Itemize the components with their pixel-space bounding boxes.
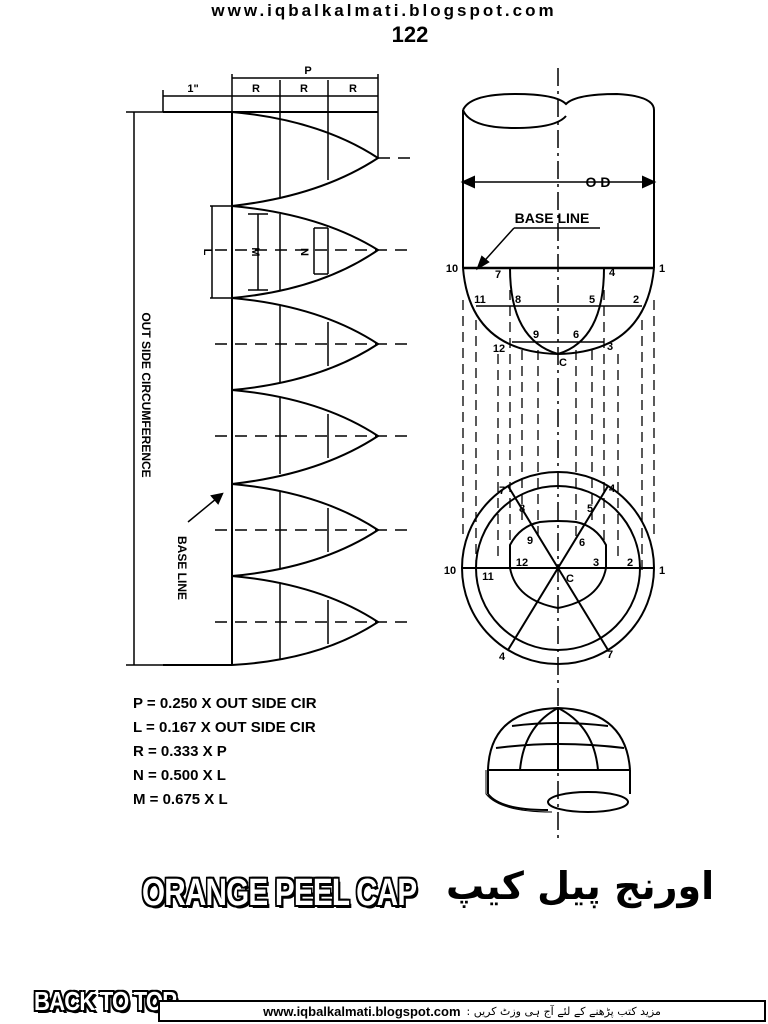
formula-list: P = 0.250 X OUT SIDE CIR L = 0.167 X OUT… [133,692,317,812]
plan-point-11: 11 [482,571,494,583]
formula-l: L = 0.167 X OUT SIDE CIR [133,719,316,736]
pattern-base-line-label: BASE LINE [175,536,189,600]
dim-r2-label: R [300,83,308,95]
title-english: ORANGE PEEL CAP [142,872,417,914]
plan-point-4-top: 4 [609,483,616,495]
footer-url-link[interactable]: www.iqbalkalmati.blogspot.com [263,1003,461,1019]
plan-point-7-bottom: 7 [607,649,613,661]
title-urdu: اورنج پیل کیپ [446,864,715,908]
elev-point-10: 10 [446,263,458,275]
elev-point-6: 6 [573,329,579,341]
plan-point-8: 8 [519,503,525,515]
pattern-labels: 1" P R R R L M N OUT SIDE CIRCUMFERENCE … [139,65,357,600]
plan-point-5: 5 [587,503,593,515]
pattern-development [126,74,410,666]
plan-point-7-top: 7 [499,485,505,497]
od-label: O D [586,174,611,190]
isometric-view [485,706,631,813]
dim-n-label: N [298,248,310,256]
elev-point-4: 4 [609,267,616,279]
footer-banner[interactable]: www.iqbalkalmati.blogspot.com مزید کتب پ… [158,1000,766,1022]
plan-labels: 7 4 8 5 9 6 10 11 12 C 3 2 1 4 7 [444,483,665,663]
back-to-top-button[interactable]: BACK TO TOP [34,986,177,1016]
plan-center-label: C [566,573,574,585]
dim-m-label: M [249,247,261,256]
formula-n: N = 0.500 X L [133,767,226,784]
plan-point-2: 2 [627,557,633,569]
plan-point-12: 12 [516,557,528,569]
page-number: 122 [391,22,429,47]
elevation-labels: O D BASE LINE 10 1 7 4 11 8 5 2 9 6 12 3… [446,174,665,369]
dim-inch-label: 1" [187,83,198,95]
formula-p: P = 0.250 X OUT SIDE CIR [133,695,317,712]
elev-point-11: 11 [474,294,486,306]
elev-point-8: 8 [515,294,521,306]
plan-point-6: 6 [579,537,585,549]
elev-center-label: C [559,357,567,369]
elev-point-9: 9 [533,329,539,341]
dim-r1-label: R [252,83,260,95]
elevation-base-line-label: BASE LINE [515,210,590,226]
plan-point-3: 3 [593,557,599,569]
elev-point-3: 3 [607,341,613,353]
plan-point-9: 9 [527,535,533,547]
dim-p-label: P [304,65,311,77]
site-url[interactable]: www.iqbalkalmati.blogspot.com [211,1,557,20]
elev-point-7: 7 [495,269,501,281]
outside-circumference-label: OUT SIDE CIRCUMFERENCE [139,312,153,477]
formula-m: M = 0.675 X L [133,791,228,808]
elev-point-5: 5 [589,294,595,306]
dim-l-label: L [201,249,213,256]
footer-urdu-text: مزید کتب پڑھنے کے لئے آج ہی وزٹ کریں : [466,1004,661,1018]
plan-point-1: 1 [659,565,665,577]
plan-view [461,471,655,665]
dim-r3-label: R [349,83,357,95]
elev-point-1: 1 [659,263,665,275]
formula-r: R = 0.333 X P [133,743,227,760]
elev-point-12: 12 [493,343,505,355]
plan-point-4-bottom: 4 [499,651,506,663]
plan-point-10: 10 [444,565,456,577]
elev-point-2: 2 [633,294,639,306]
